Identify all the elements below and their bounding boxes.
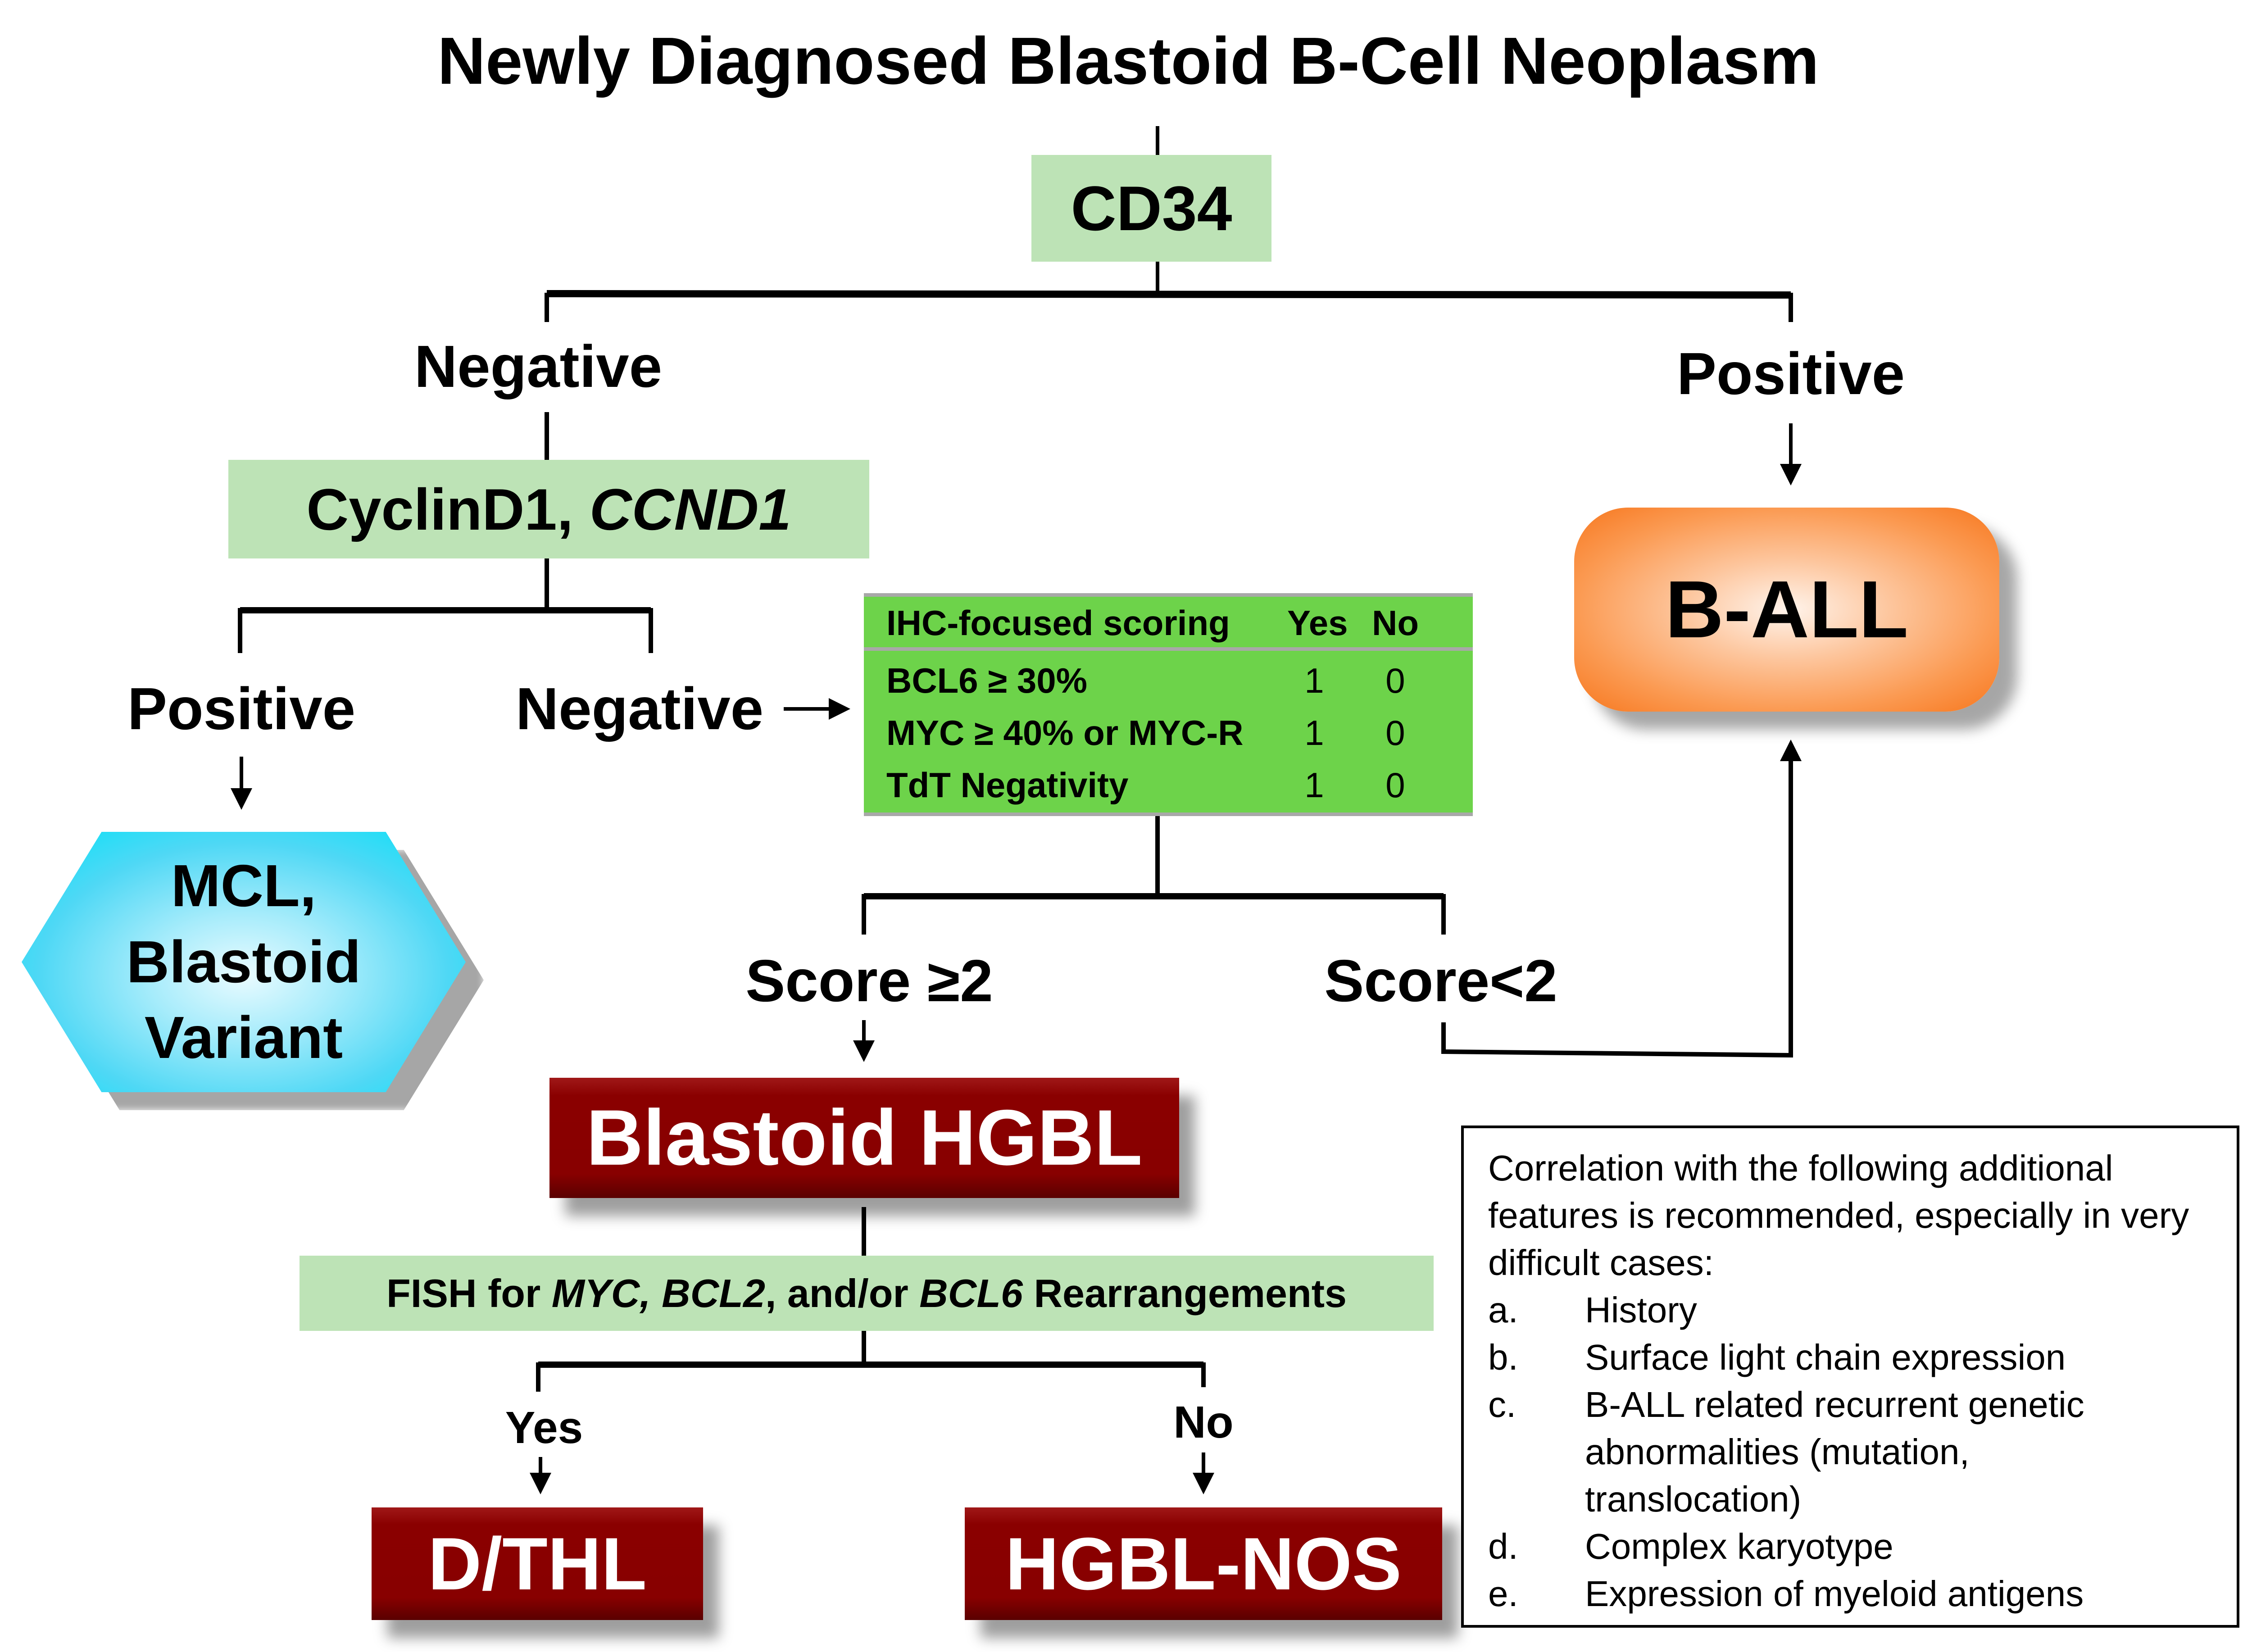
note-marker: a. xyxy=(1488,1290,1518,1330)
note-item: a. History xyxy=(1488,1286,2219,1334)
note-text: History xyxy=(1585,1290,1697,1330)
mcl-line-3: Variant xyxy=(144,1004,343,1071)
label-cyclin-negative: Negative xyxy=(515,676,764,742)
header-separator xyxy=(864,647,1473,651)
mcl-line-1: MCL, xyxy=(171,852,317,919)
note-item: e. Expression of myeloid antigens xyxy=(1488,1570,2219,1617)
hexagon-shape: MCL, Blastoid Variant xyxy=(22,832,466,1092)
note-intro: Correlation with the following additiona… xyxy=(1488,1148,2189,1283)
row-yes: 1 xyxy=(1304,765,1324,805)
table-row: BCL6 ≥ 30% 1 0 xyxy=(864,654,1473,707)
fish-mid: , and/or xyxy=(765,1271,920,1316)
fish-gene-myc-bcl2: MYC, BCL2 xyxy=(551,1271,765,1316)
row-no: 0 xyxy=(1385,765,1405,805)
table-row: MYC ≥ 40% or MYC-R 1 0 xyxy=(864,707,1473,759)
node-cyclind1: CyclinD1, CCND1 xyxy=(228,460,869,558)
label-fish-yes: Yes xyxy=(505,1402,583,1453)
node-blastoid-hgbl: Blastoid HGBL xyxy=(549,1078,1179,1198)
table-header: IHC-focused scoring Yes No xyxy=(864,597,1473,649)
note-text: Complex karyotype xyxy=(1585,1526,1893,1566)
label-cd34-positive: Positive xyxy=(1676,340,1905,407)
diagram-title: Newly Diagnosed Blastoid B-Cell Neoplasm xyxy=(437,24,1819,98)
note-text: B-ALL related recurrent genetic abnormal… xyxy=(1585,1384,2084,1519)
label-score-lt2: Score<2 xyxy=(1324,948,1557,1014)
note-box: Correlation with the following additiona… xyxy=(1461,1126,2239,1628)
row-criterion: BCL6 ≥ 30% xyxy=(886,661,1087,700)
header-yes: Yes xyxy=(1287,603,1348,643)
fish-suffix: Rearrangements xyxy=(1023,1271,1347,1316)
node-fish: FISH for MYC, BCL2, and/or BCL6 Rearrang… xyxy=(300,1256,1434,1331)
note-marker: c. xyxy=(1488,1384,1516,1425)
fish-gene-bcl6: BCL6 xyxy=(919,1271,1023,1316)
row-criterion: TdT Negativity xyxy=(886,765,1129,805)
note-item: d. Complex karyotype xyxy=(1488,1523,2219,1570)
ihc-scoring-table: IHC-focused scoring Yes No BCL6 ≥ 30% 1 … xyxy=(864,593,1473,816)
note-marker: e. xyxy=(1488,1574,1518,1614)
arrow-score-ball xyxy=(1441,757,1793,1058)
row-criterion: MYC ≥ 40% or MYC-R xyxy=(886,713,1244,753)
row-no: 0 xyxy=(1385,661,1405,700)
label-cyclin-positive: Positive xyxy=(127,676,356,742)
node-dthl: D/THL xyxy=(372,1507,703,1620)
row-no: 0 xyxy=(1385,713,1405,753)
note-marker: d. xyxy=(1488,1526,1518,1566)
note-item: b. Surface light chain expression xyxy=(1488,1334,2219,1381)
note-text: Expression of myeloid antigens xyxy=(1585,1574,2084,1614)
fish-prefix: FISH for xyxy=(386,1271,552,1316)
note-marker: b. xyxy=(1488,1337,1518,1377)
header-no: No xyxy=(1372,603,1419,643)
label-cd34-negative: Negative xyxy=(414,333,663,399)
note-text: Surface light chain expression xyxy=(1585,1337,2066,1377)
table-row: TdT Negativity 1 0 xyxy=(864,759,1473,811)
label-fish-no: No xyxy=(1173,1397,1234,1448)
ccnd1-gene: CCND1 xyxy=(589,476,791,542)
header-criterion: IHC-focused scoring xyxy=(886,603,1230,643)
line-cd34-horizontal xyxy=(546,290,1791,299)
node-mcl-blastoid: MCL, Blastoid Variant xyxy=(22,832,484,1110)
node-hgbl-nos: HGBL-NOS xyxy=(965,1507,1442,1620)
node-b-all: B-ALL xyxy=(1574,508,1999,712)
label-score-ge2: Score ≥2 xyxy=(745,948,993,1014)
cyclin-label: CyclinD1, xyxy=(306,476,590,542)
node-cd34: CD34 xyxy=(1031,155,1271,262)
note-item: c. B-ALL related recurrent genetic abnor… xyxy=(1488,1381,2219,1523)
row-yes: 1 xyxy=(1304,661,1324,700)
mcl-line-2: Blastoid xyxy=(126,928,361,995)
row-yes: 1 xyxy=(1304,713,1324,753)
